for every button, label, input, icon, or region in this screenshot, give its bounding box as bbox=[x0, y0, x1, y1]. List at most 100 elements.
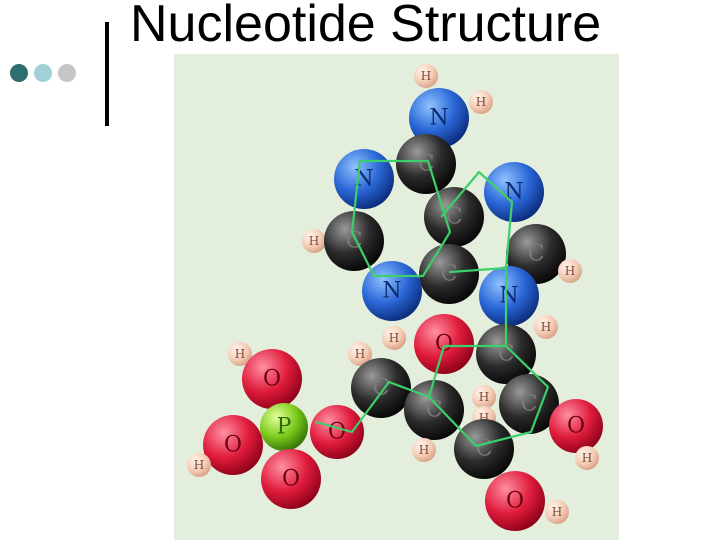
atom-sphere bbox=[545, 500, 569, 524]
atom-label: C bbox=[441, 262, 458, 287]
atom-label: O bbox=[224, 433, 242, 458]
atom-c-ring-top: C bbox=[396, 134, 456, 194]
atom-sphere bbox=[228, 342, 252, 366]
atom-label: C bbox=[446, 205, 463, 230]
atom-sphere bbox=[479, 266, 539, 326]
atom-label: H bbox=[419, 443, 429, 457]
atom-o-c2: O bbox=[549, 399, 603, 453]
atom-n-ring-left: N bbox=[334, 149, 394, 209]
atom-h-sugar-e: H bbox=[412, 438, 436, 462]
atom-sphere bbox=[485, 471, 545, 531]
atom-h-right: H bbox=[558, 259, 582, 283]
atom-sphere bbox=[260, 403, 308, 451]
atom-label: H bbox=[194, 458, 204, 472]
atom-label: H bbox=[565, 264, 575, 278]
atom-p: P bbox=[260, 403, 308, 451]
atom-label: C bbox=[521, 392, 538, 417]
atom-label: N bbox=[429, 106, 448, 131]
atom-h-phos-top: H bbox=[228, 342, 252, 366]
atom-label: P bbox=[277, 415, 292, 440]
atom-label: H bbox=[476, 95, 486, 109]
atom-label: H bbox=[235, 347, 245, 361]
atom-label: O bbox=[282, 467, 300, 492]
atom-label: N bbox=[382, 279, 401, 304]
atom-h-left: H bbox=[302, 229, 326, 253]
atom-sphere bbox=[302, 229, 326, 253]
decorative-dot bbox=[10, 64, 28, 82]
atom-h-sugar-c: H bbox=[472, 385, 496, 409]
atom-o-phos-bottom: O bbox=[261, 449, 321, 509]
atom-sphere bbox=[348, 342, 372, 366]
atom-sphere bbox=[187, 453, 211, 477]
atom-sphere bbox=[242, 349, 302, 409]
atom-sphere bbox=[558, 259, 582, 283]
atom-sphere bbox=[549, 399, 603, 453]
atom-label: O bbox=[567, 414, 585, 439]
atom-label: N bbox=[499, 284, 518, 309]
atom-label: H bbox=[582, 451, 592, 465]
atom-sphere bbox=[469, 90, 493, 114]
atom-label: H bbox=[541, 320, 551, 334]
atom-h-sugar-c1: H bbox=[534, 315, 558, 339]
atom-label: H bbox=[421, 69, 431, 83]
atom-label: H bbox=[389, 331, 399, 345]
atom-h-o-c2: H bbox=[575, 446, 599, 470]
atom-label: C bbox=[528, 242, 545, 267]
atom-label: O bbox=[263, 367, 281, 392]
atom-label: O bbox=[328, 420, 346, 445]
atom-sphere bbox=[404, 380, 464, 440]
atom-sphere bbox=[203, 415, 263, 475]
atom-label: H bbox=[552, 505, 562, 519]
atom-label: C bbox=[476, 437, 493, 462]
atom-sphere bbox=[534, 315, 558, 339]
imidazole-ring-bonds bbox=[440, 170, 514, 274]
atom-label: H bbox=[479, 390, 489, 404]
atom-sphere bbox=[324, 211, 384, 271]
atom-c-ring-left: C bbox=[324, 211, 384, 271]
decorative-dots bbox=[10, 64, 76, 82]
atom-sphere bbox=[484, 162, 544, 222]
atom-n-amine: N bbox=[409, 88, 469, 148]
atom-sphere bbox=[396, 134, 456, 194]
atom-sphere bbox=[414, 64, 438, 88]
c4-c5-phosphate-bonds bbox=[314, 380, 431, 434]
atom-label: O bbox=[506, 489, 524, 514]
atom-label: O bbox=[435, 332, 453, 357]
purine-six-ring-bonds bbox=[350, 159, 452, 278]
atom-label: H bbox=[355, 347, 365, 361]
atom-sphere bbox=[454, 419, 514, 479]
atom-h-sugar-a: H bbox=[382, 326, 406, 350]
decorative-dot bbox=[34, 64, 52, 82]
atom-label: C bbox=[426, 398, 443, 423]
atom-label: H bbox=[479, 411, 489, 425]
atom-sphere bbox=[575, 446, 599, 470]
atom-h-sugar-b: H bbox=[348, 342, 372, 366]
atom-c2-sugar: C bbox=[499, 374, 559, 434]
atom-o-bridge: O bbox=[310, 405, 364, 459]
atom-sphere bbox=[499, 374, 559, 434]
atom-c-ring-center: C bbox=[424, 187, 484, 247]
bond-outlines bbox=[314, 159, 550, 448]
atom-label: N bbox=[504, 180, 523, 205]
atom-n-ring-right: N bbox=[484, 162, 544, 222]
atom-sphere bbox=[476, 324, 536, 384]
atom-sphere bbox=[334, 149, 394, 209]
atom-sphere bbox=[382, 326, 406, 350]
atom-c3-sugar: C bbox=[454, 419, 514, 479]
atom-h-phos-left: H bbox=[187, 453, 211, 477]
atom-o-c3: O bbox=[485, 471, 545, 531]
atom-sphere bbox=[414, 314, 474, 374]
atom-c1-sugar: C bbox=[476, 324, 536, 384]
atom-sphere bbox=[409, 88, 469, 148]
atom-o-ring: O bbox=[414, 314, 474, 374]
decorative-dot bbox=[58, 64, 76, 82]
atom-sphere bbox=[472, 385, 496, 409]
atom-sphere bbox=[261, 449, 321, 509]
atom-sphere bbox=[351, 358, 411, 418]
atom-sphere bbox=[310, 405, 364, 459]
atom-h-amine-top: H bbox=[414, 64, 438, 88]
title-divider bbox=[105, 22, 109, 126]
slide-title: Nucleotide Structure bbox=[130, 0, 602, 53]
atom-label: C bbox=[498, 342, 515, 367]
